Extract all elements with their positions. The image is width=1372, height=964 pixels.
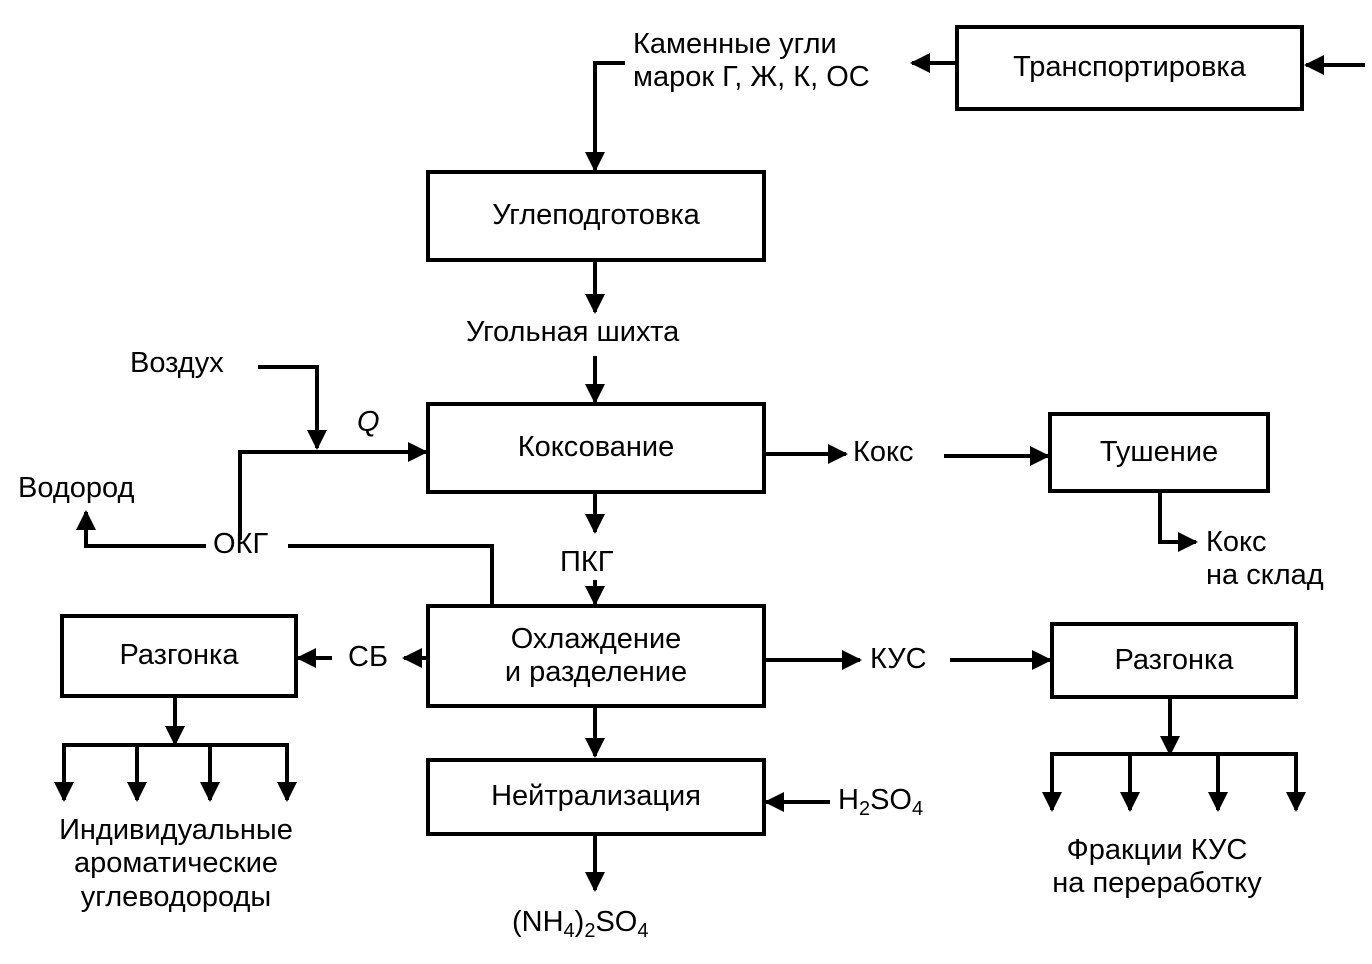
block-cooling-label-2: и разделение (504, 656, 688, 688)
label-hydrogen: Водород (18, 472, 135, 504)
label-ammonium-sulfate: (NH4)2SO4 (512, 906, 649, 942)
label-okg: ОКГ (213, 528, 269, 560)
label-aromatics: Индивидуальные ароматические углеводород… (59, 814, 293, 913)
block-quenching: Тушение (1048, 412, 1270, 493)
edge-coal-prep (585, 61, 625, 172)
label-coal-charge: Угольная шихта (466, 316, 680, 348)
block-cooling: Охлаждение и разделение (426, 604, 766, 708)
label-coal: Каменные угли марок Г, Ж, К, ОС (633, 28, 870, 94)
block-coking-label: Коксование (517, 431, 675, 464)
label-kus: КУС (870, 643, 927, 675)
block-distill-left: Разгонка (60, 614, 298, 698)
edge-quenching-store (1158, 493, 1198, 552)
block-distill-right-label: Разгонка (1114, 643, 1234, 676)
edge-cooling-okg (288, 544, 494, 604)
block-coking: Коксование (426, 402, 766, 494)
label-pkg: ПКГ (560, 546, 614, 578)
block-quenching-label: Тушение (1099, 435, 1219, 468)
edge-air-junction (258, 365, 327, 450)
label-fractions: Фракции КУС на переработку (1052, 834, 1262, 900)
label-heat-q: Q (357, 406, 380, 438)
label-sulfuric-acid: H2SO4 (838, 784, 924, 820)
block-transport-label: Транспортировка (1013, 51, 1246, 84)
fan-left-bar (62, 743, 289, 798)
block-neutralization: Нейтрализация (426, 758, 766, 836)
block-distill-left-label: Разгонка (119, 639, 239, 672)
fan-right-bar (1050, 752, 1298, 808)
block-neutralization-label: Нейтрализация (491, 780, 701, 813)
block-transport: Транспортировка (955, 25, 1304, 111)
block-coal-prep: Углеподготовка (426, 170, 766, 262)
label-sb: СБ (348, 641, 388, 673)
block-coal-prep-label: Углеподготовка (492, 199, 700, 232)
label-air: Воздух (130, 347, 224, 379)
edge-okg-coking (238, 442, 428, 540)
edge-okg-hydrogen (76, 510, 206, 548)
block-distill-right: Разгонка (1050, 622, 1298, 699)
block-cooling-label-1: Охлаждение (510, 622, 682, 655)
label-coke: Кокс (853, 436, 914, 468)
label-coke-store: Кокс на склад (1206, 526, 1324, 592)
